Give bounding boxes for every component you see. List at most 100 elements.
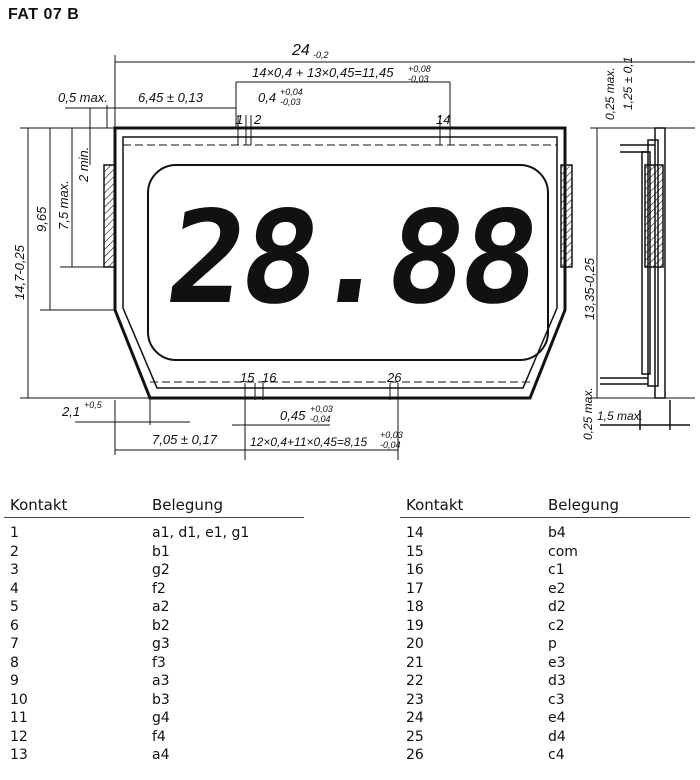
belegung-cell: a3 bbox=[152, 673, 170, 689]
table-row: 23 c3 bbox=[400, 691, 690, 710]
dim-tol: -0,04 bbox=[310, 414, 331, 424]
right-connector bbox=[560, 164, 573, 268]
kontakt-cell: 24 bbox=[406, 710, 424, 726]
kontakt-cell: 23 bbox=[406, 691, 424, 708]
table-row: 16 c1 bbox=[400, 561, 690, 580]
table-row: 20 p bbox=[400, 635, 690, 654]
belegung-cell: f4 bbox=[152, 728, 166, 745]
dim-tol: +0,03 bbox=[380, 430, 403, 440]
pin-label-1: 1 bbox=[236, 112, 243, 127]
belegung-cell: a2 bbox=[152, 599, 170, 615]
belegung-cell: b4 bbox=[548, 525, 566, 541]
table-row: 26 c4 bbox=[400, 746, 690, 765]
table-row: 25 d4 bbox=[400, 728, 690, 747]
belegung-cell: a1, d1, e1, g1 bbox=[152, 525, 250, 541]
belegung-cell: b2 bbox=[152, 617, 170, 634]
kontakt-cell: 19 bbox=[406, 617, 424, 634]
belegung-cell: d2 bbox=[548, 599, 566, 615]
dim-side-125: 1,25 ± 0,1 bbox=[621, 57, 635, 110]
belegung-cell: c4 bbox=[548, 747, 565, 763]
dim-top-offset: 6,45 ± 0,13 bbox=[138, 90, 204, 105]
dim-bottom-pitch: 12×0,4+11×0,45=8,15 bbox=[250, 435, 368, 449]
dim-overall-width: 24 bbox=[291, 42, 310, 59]
belegung-cell: f2 bbox=[152, 580, 166, 597]
left-connector bbox=[103, 164, 116, 268]
belegung-cell: p bbox=[548, 636, 557, 652]
belegung-cell: a4 bbox=[152, 747, 170, 763]
belegung-cell: c3 bbox=[548, 691, 565, 708]
dim-chamfer: 2,1 bbox=[61, 404, 80, 419]
table-header: Kontakt Belegung bbox=[400, 496, 690, 518]
kontakt-cell: 18 bbox=[406, 599, 424, 615]
kontakt-cell: 21 bbox=[406, 654, 424, 671]
dim-tol: +0,03 bbox=[310, 404, 333, 414]
kontakt-cell: 15 bbox=[406, 543, 424, 560]
kontakt-cell: 7 bbox=[10, 636, 19, 652]
belegung-cell: d4 bbox=[548, 728, 566, 745]
kontakt-cell: 6 bbox=[10, 617, 19, 634]
pin-label-26: 26 bbox=[386, 370, 402, 385]
table-row: 21 e3 bbox=[400, 654, 690, 673]
belegung-cell: g3 bbox=[152, 636, 170, 652]
dim-side-025max-top: 0,25 max. bbox=[603, 67, 617, 120]
belegung-cell: g2 bbox=[152, 562, 170, 578]
pin-label-15: 15 bbox=[240, 370, 255, 385]
table-row: 13 a4 bbox=[4, 746, 304, 765]
belegung-cell: c1 bbox=[548, 562, 565, 578]
dim-bottom-gap: 0,45 bbox=[280, 408, 306, 423]
kontakt-cell: 17 bbox=[406, 580, 424, 597]
kontakt-cell: 22 bbox=[406, 673, 424, 689]
table-row: 7 g3 bbox=[4, 635, 304, 654]
belegung-cell: e2 bbox=[548, 580, 566, 597]
kontakt-cell: 2 bbox=[10, 543, 19, 560]
dim-tol: +0,08 bbox=[408, 64, 431, 74]
pin-label-14: 14 bbox=[436, 112, 450, 127]
belegung-cell: b3 bbox=[152, 691, 170, 708]
table-row: 6 b2 bbox=[4, 617, 304, 636]
dim-tol: -0,03 bbox=[280, 97, 301, 107]
belegung-cell: d3 bbox=[548, 673, 566, 689]
technical-drawing: 28.88 24 -0,2 14×0,4 + 13×0,45=11,45 +0,… bbox=[12, 42, 695, 460]
dim-height-total: 14,7-0,25 bbox=[12, 244, 27, 300]
table-row: 22 d3 bbox=[400, 672, 690, 691]
kontakt-cell: 10 bbox=[10, 691, 28, 708]
document-title: FAT 07 B bbox=[8, 6, 80, 23]
table-row: 2 b1 bbox=[4, 543, 304, 562]
dim-tol: -0,04 bbox=[380, 440, 401, 450]
kontakt-cell: 20 bbox=[406, 636, 424, 652]
table-row: 4 f2 bbox=[4, 580, 304, 599]
dim-tol: -0,2 bbox=[313, 50, 329, 60]
kontakt-cell: 3 bbox=[10, 562, 19, 578]
belegung-cell: f3 bbox=[152, 654, 166, 671]
dim-bottom-offset: 7,05 ± 0,17 bbox=[152, 432, 218, 447]
dim-tol: -0,03 bbox=[408, 74, 429, 84]
header-kontakt: Kontakt bbox=[10, 496, 68, 514]
kontakt-cell: 4 bbox=[10, 580, 19, 597]
dim-pin-width: 0,4 bbox=[258, 90, 276, 105]
display-window bbox=[147, 164, 549, 361]
kontakt-cell: 26 bbox=[406, 747, 424, 763]
header-kontakt: Kontakt bbox=[406, 496, 464, 514]
kontakt-cell: 25 bbox=[406, 728, 424, 745]
dim-left-offset-max: 0,5 max. bbox=[58, 90, 108, 105]
belegung-cell: e3 bbox=[548, 654, 566, 671]
kontakt-cell: 16 bbox=[406, 562, 424, 578]
belegung-cell: b1 bbox=[152, 543, 170, 560]
dim-right-height: 13,35-0,25 bbox=[582, 257, 597, 320]
header-belegung: Belegung bbox=[548, 496, 619, 514]
dim-tol: +0,04 bbox=[280, 87, 303, 97]
table-row: 18 d2 bbox=[400, 598, 690, 617]
pin-label-16: 16 bbox=[262, 370, 277, 385]
belegung-cell: g4 bbox=[152, 710, 170, 726]
kontakt-cell: 13 bbox=[10, 747, 28, 763]
